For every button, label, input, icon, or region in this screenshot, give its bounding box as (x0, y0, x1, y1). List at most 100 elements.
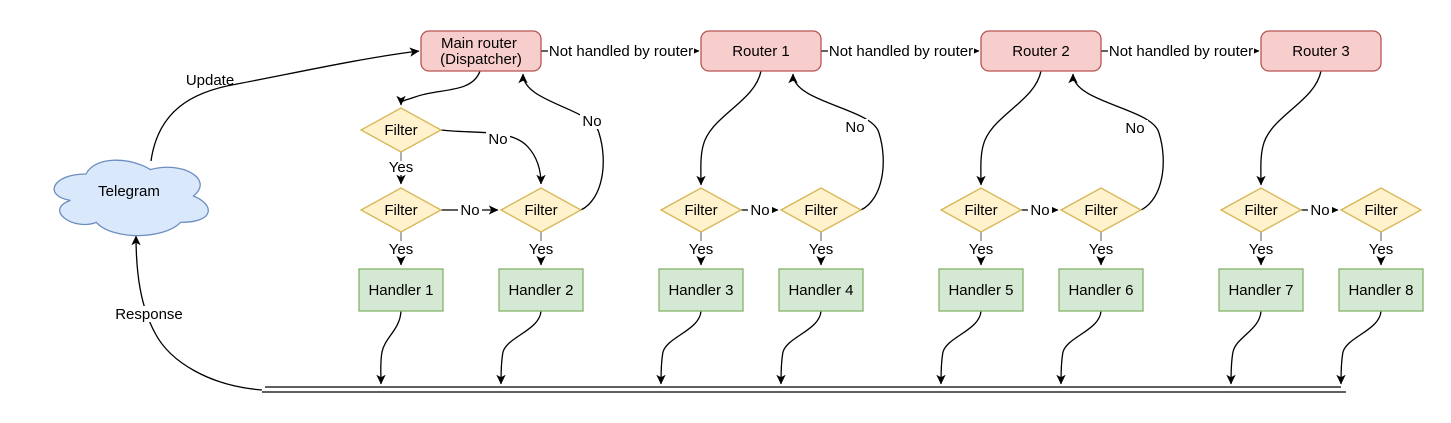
handler-8-node (1338, 268, 1424, 312)
main-router-label-line2: (Dispatcher) (440, 51, 522, 68)
router1-filter-left (659, 187, 743, 233)
response-bus-line (262, 386, 1346, 393)
no-label-dispatcher-top: No (488, 131, 507, 148)
handler-6-label: Handler 6 (1068, 282, 1133, 299)
no-label-router1-h: No (750, 202, 769, 219)
router2-no-return-edge (1068, 73, 1164, 211)
router1-node (700, 30, 822, 72)
no-label-dispatcher-h-bg (458, 203, 482, 218)
main-router-node (420, 30, 542, 72)
yes-label-8: Yes (1369, 241, 1393, 258)
dispatcher-no-return-edge (518, 73, 604, 211)
dispatcher-filter-right-label: Filter (524, 202, 557, 219)
response-edge (131, 235, 263, 391)
handler-2-node (498, 268, 584, 312)
router1-to-filter-edge (696, 70, 762, 186)
handler8-bus-edge (1336, 310, 1382, 385)
handler6-bus-edge (1056, 310, 1102, 385)
handler-3-label: Handler 3 (668, 282, 733, 299)
dispatcher-filter-top-no-edge (440, 129, 546, 185)
no-label-router2-return-bg (1122, 120, 1148, 136)
nodes: Telegram Main router (Dispatcher) Router… (53, 30, 1424, 312)
dispatcher-filter-left (359, 187, 443, 233)
no-label-router2-h: No (1030, 202, 1049, 219)
yes-label-7: Yes (1249, 241, 1273, 258)
router3-filter-right-label: Filter (1364, 202, 1397, 219)
handler4-bus-edge (776, 310, 822, 385)
router2-label: Router 2 (1012, 43, 1070, 60)
yes-label-4: Yes (809, 241, 833, 258)
response-label: Response (115, 306, 183, 323)
handler3-bus-edge (656, 310, 702, 385)
handler-4-label: Handler 4 (788, 282, 853, 299)
not-handled-label-1: Not handled by router (549, 43, 693, 60)
router3-label: Router 3 (1292, 43, 1350, 60)
handler-6-node (1058, 268, 1144, 312)
no-label-router2-return: No (1125, 120, 1144, 137)
router1-no-return-edge (788, 73, 884, 211)
no-label-router1-return-bg (843, 119, 868, 135)
handler-5-node (938, 268, 1024, 312)
dispatcher-filter-top (359, 107, 443, 153)
handler-2-label: Handler 2 (508, 282, 573, 299)
handler7-bus-edge (1226, 310, 1262, 385)
handler-5-label: Handler 5 (948, 282, 1013, 299)
handler-7-label: Handler 7 (1228, 282, 1293, 299)
edge-label-layer: Update Not handled by router Not handled… (112, 43, 1393, 323)
handler-7-node (1218, 268, 1304, 312)
handler-4-node (778, 268, 864, 312)
router3-filter-left (1219, 187, 1303, 233)
no-label-dispatcher-return: No (582, 113, 601, 130)
router3-to-filter-edge (1256, 70, 1322, 186)
handler5-bus-edge (936, 310, 982, 385)
router2-to-filter-edge (976, 70, 1042, 186)
router1-filter-left-label: Filter (684, 202, 717, 219)
router3-node (1260, 30, 1382, 72)
main-router-label-line1: Main router (441, 35, 517, 52)
no-label-router1-return: No (845, 119, 864, 136)
not-handled-label-3-bg (1108, 43, 1254, 59)
no-label-dispatcher-h: No (460, 202, 479, 219)
router1-label: Router 1 (732, 43, 790, 60)
not-handled-label-1-bg (548, 43, 694, 59)
handler2-bus-edge (496, 310, 542, 385)
main-router-label: Main router (Dispatcher) (440, 35, 522, 68)
handler1-bus-edge (376, 310, 402, 385)
router3-filter-right (1339, 187, 1423, 233)
router2-filter-left (939, 187, 1023, 233)
handler-1-node (358, 268, 444, 312)
router1-filter-right-label: Filter (804, 202, 837, 219)
no-label-dispatcher-return-bg (580, 113, 605, 129)
telegram-cloud (53, 159, 209, 237)
dispatcher-to-filter-edge (396, 70, 481, 106)
yes-label-5: Yes (969, 241, 993, 258)
handler-8-label: Handler 8 (1348, 282, 1413, 299)
update-label: Update (186, 72, 234, 89)
not-handled-label-3: Not handled by router (1109, 43, 1253, 60)
no-label-router1-h-bg (748, 203, 772, 218)
dispatcher-filter-right (499, 187, 583, 233)
router2-node (980, 30, 1102, 72)
not-handled-label-2-bg (828, 43, 974, 59)
no-label-router3-h-bg (1308, 203, 1332, 218)
update-edge (150, 47, 420, 162)
yes-stubs (400, 152, 1382, 241)
no-label-router3-h: No (1310, 202, 1329, 219)
router2-filter-right (1059, 187, 1143, 233)
edges (131, 46, 1386, 393)
yes-label-6: Yes (1089, 241, 1113, 258)
telegram-label: Telegram (98, 183, 160, 200)
dispatcher-filter-top-label: Filter (384, 122, 417, 139)
router2-filter-right-label: Filter (1084, 202, 1117, 219)
no-label-router2-h-bg (1028, 203, 1052, 218)
dispatcher-filter-left-label: Filter (384, 202, 417, 219)
yes-label-2: Yes (529, 241, 553, 258)
yes-label-1: Yes (389, 241, 413, 258)
no-label-dispatcher-top-bg (486, 131, 510, 147)
yes-label-dispatcher-top: Yes (389, 159, 413, 176)
handler-1-label: Handler 1 (368, 282, 433, 299)
router2-filter-left-label: Filter (964, 202, 997, 219)
router1-filter-right (779, 187, 863, 233)
